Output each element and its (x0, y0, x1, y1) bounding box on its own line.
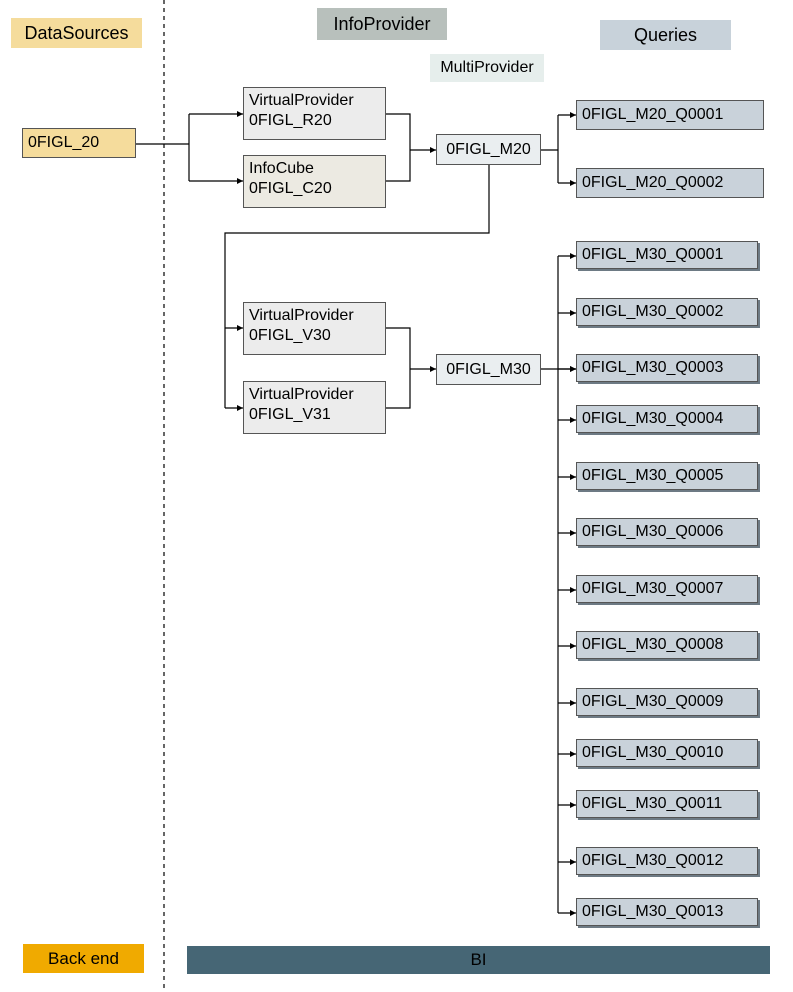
query-m30-7[interactable]: 0FIGL_M30_Q0007 (576, 575, 758, 603)
query-m30-5[interactable]: 0FIGL_M30_Q0005 (576, 462, 758, 490)
query-m30-8[interactable]: 0FIGL_M30_Q0008 (576, 631, 758, 659)
query-m30-9[interactable]: 0FIGL_M30_Q0009 (576, 688, 758, 716)
query-m20-2[interactable]: 0FIGL_M20_Q0002 (576, 168, 764, 198)
edge-m20-down (224, 164, 490, 408)
provider-v31-type: VirtualProvider (249, 386, 354, 403)
provider-c20[interactable]: InfoCube 0FIGL_C20 (243, 155, 386, 208)
multiprovider-header: MultiProvider (430, 54, 544, 82)
backend-bar: Back end (23, 944, 144, 973)
query-m30-13[interactable]: 0FIGL_M30_Q0013 (576, 898, 758, 926)
provider-c20-name: 0FIGL_C20 (249, 180, 332, 197)
edge-prov-m30-bracket (386, 327, 411, 409)
provider-r20-name: 0FIGL_R20 (249, 112, 332, 129)
query-m30-6[interactable]: 0FIGL_M30_Q0006 (576, 518, 758, 546)
queries-header: Queries (600, 20, 731, 50)
query-m30-10[interactable]: 0FIGL_M30_Q0010 (576, 739, 758, 767)
query-m30-3[interactable]: 0FIGL_M30_Q0003 (576, 354, 758, 382)
datasource-node[interactable]: 0FIGL_20 (22, 128, 136, 158)
provider-c20-type: InfoCube (249, 160, 314, 177)
multiprovider-m30[interactable]: 0FIGL_M30 (436, 354, 541, 385)
query-m20-1[interactable]: 0FIGL_M20_Q0001 (576, 100, 764, 130)
query-m30-2[interactable]: 0FIGL_M30_Q0002 (576, 298, 758, 326)
bi-bar: BI (187, 946, 770, 974)
query-m30-12[interactable]: 0FIGL_M30_Q0012 (576, 847, 758, 875)
query-m30-4[interactable]: 0FIGL_M30_Q0004 (576, 405, 758, 433)
query-m30-11[interactable]: 0FIGL_M30_Q0011 (576, 790, 758, 818)
provider-v30[interactable]: VirtualProvider 0FIGL_V30 (243, 302, 386, 355)
provider-r20[interactable]: VirtualProvider 0FIGL_R20 (243, 87, 386, 140)
provider-v31-name: 0FIGL_V31 (249, 406, 331, 423)
query-m30-1[interactable]: 0FIGL_M30_Q0001 (576, 241, 758, 269)
provider-v31[interactable]: VirtualProvider 0FIGL_V31 (243, 381, 386, 434)
provider-v30-name: 0FIGL_V30 (249, 327, 331, 344)
datasources-header: DataSources (11, 18, 142, 48)
multiprovider-m20[interactable]: 0FIGL_M20 (436, 134, 541, 165)
infoprovider-header: InfoProvider (317, 8, 447, 40)
edge-prov-m20-bracket (386, 113, 411, 182)
provider-r20-type: VirtualProvider (249, 92, 354, 109)
provider-v30-type: VirtualProvider (249, 307, 354, 324)
